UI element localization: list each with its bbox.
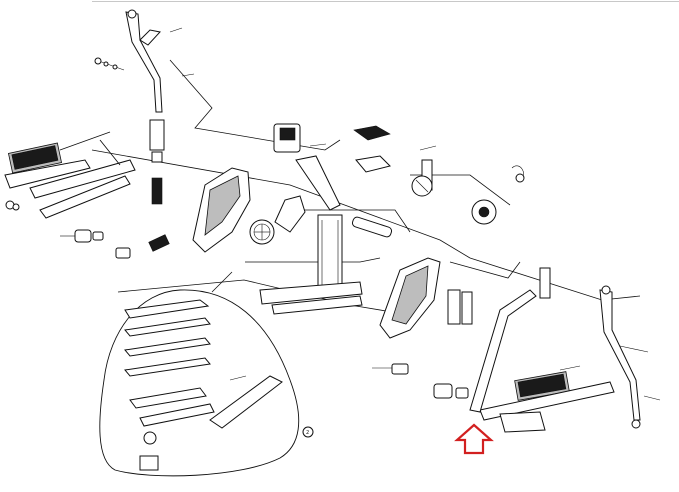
detail-callout: 2 bbox=[99, 289, 314, 477]
left-shroud bbox=[148, 167, 251, 253]
upper-center-parts bbox=[353, 125, 525, 225]
left-handlebar bbox=[94, 9, 165, 163]
connection-lines bbox=[91, 59, 641, 313]
left-pedal-assembly bbox=[4, 131, 136, 259]
part-leaders bbox=[169, 27, 661, 401]
flywheel-small bbox=[249, 195, 306, 245]
red-arrow-icon bbox=[454, 423, 494, 455]
right-handlebar bbox=[539, 267, 641, 429]
right-shroud bbox=[379, 257, 473, 339]
console-mast bbox=[259, 123, 393, 315]
callout-number: 2 bbox=[306, 430, 309, 436]
right-pedal-assembly bbox=[372, 289, 615, 433]
top-rule bbox=[92, 1, 679, 2]
